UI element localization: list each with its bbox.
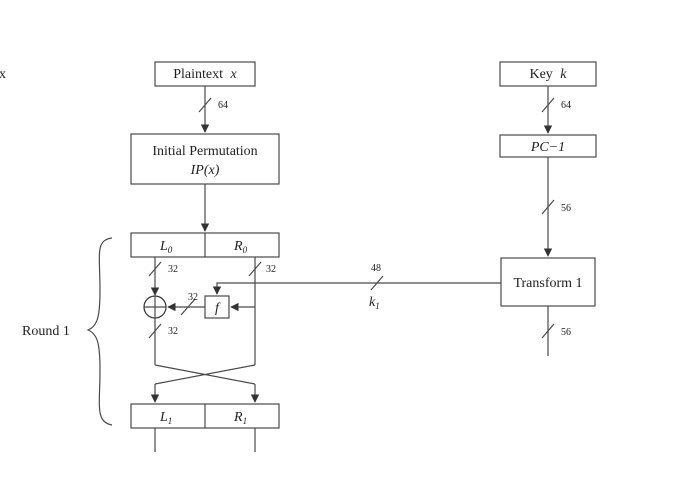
- bus-slash: [248, 261, 262, 277]
- subkey-arrow: [212, 282, 501, 295]
- xor-operator: [143, 295, 167, 319]
- pc1-box: PC−1: [499, 134, 597, 158]
- width-label-plaintext: 64: [218, 100, 228, 111]
- corner-mark: x: [0, 67, 6, 82]
- plaintext-box: Plaintext x: [154, 61, 256, 87]
- l1-label: L1: [159, 410, 172, 426]
- bus-slash: [370, 275, 384, 291]
- plaintext-var: x: [230, 67, 238, 82]
- bus-slash: [541, 199, 555, 215]
- f-function-box: f: [204, 295, 230, 319]
- bus-slash: [198, 97, 212, 113]
- r0-label: R0: [233, 239, 248, 255]
- svg-text:Key k: Key k: [529, 67, 567, 82]
- width-label-right: 32: [266, 264, 276, 275]
- bus-slash: [148, 261, 162, 277]
- width-label-left: 32: [168, 264, 178, 275]
- initial-permutation-box: Initial Permutation IP(x): [130, 133, 280, 185]
- swap-cross-line: [154, 364, 256, 385]
- bus-slash: [180, 298, 196, 316]
- key-label: Key: [529, 67, 552, 82]
- bus-slash: [541, 97, 555, 113]
- plaintext-label: Plaintext: [173, 67, 223, 82]
- width-label-pc1: 56: [561, 203, 571, 214]
- l0-label: L0: [159, 239, 173, 255]
- f-label: f: [215, 301, 221, 316]
- transform-box: Transform 1: [500, 257, 596, 307]
- l1-r1-register: L1 R1: [130, 403, 280, 429]
- width-label-subkey: 48: [371, 263, 381, 274]
- bus-slash: [148, 323, 162, 339]
- transform-label: Transform 1: [513, 276, 582, 291]
- width-label-transform-out: 56: [561, 327, 571, 338]
- svg-text:Plaintext x: Plaintext x: [173, 67, 237, 82]
- pc1-label: PC−1: [530, 140, 565, 155]
- r1-label: R1: [233, 410, 247, 426]
- width-label-xor-out: 32: [168, 326, 178, 337]
- key-var: k: [560, 67, 567, 82]
- bus-slash: [541, 323, 555, 339]
- round-brace: [86, 237, 113, 426]
- l0-r0-register: L0 R0: [130, 232, 280, 258]
- width-label-key: 64: [561, 100, 571, 111]
- round-label: Round 1: [22, 324, 70, 339]
- subkey-label: k1: [369, 295, 380, 311]
- key-box: Key k: [499, 61, 597, 87]
- width-label-f: 32: [188, 292, 198, 303]
- ip-function: IP(x): [190, 163, 220, 178]
- ip-title: Initial Permutation: [152, 144, 257, 159]
